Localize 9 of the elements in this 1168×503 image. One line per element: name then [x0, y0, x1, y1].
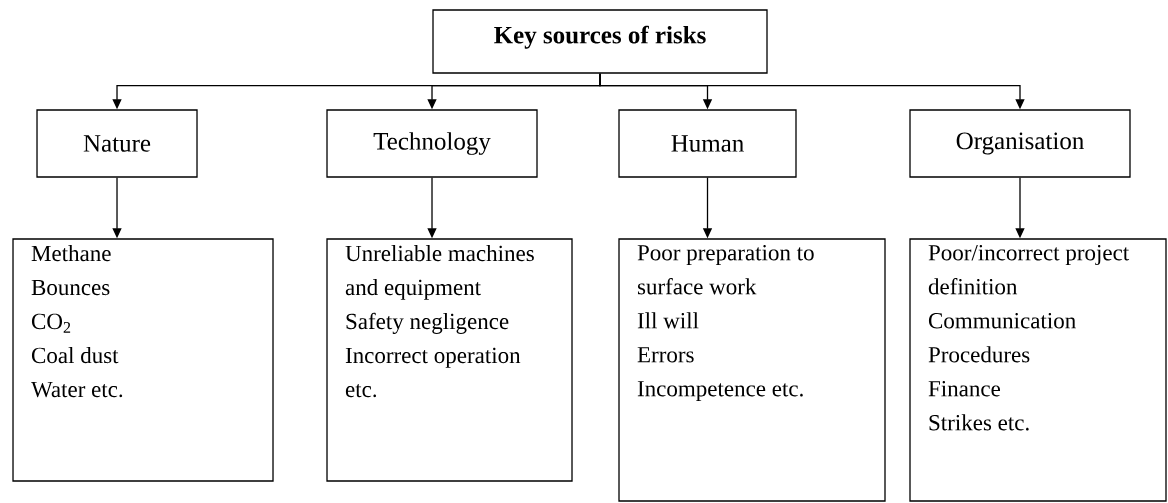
category-box: Technology: [326, 109, 538, 178]
category-box: Nature: [36, 109, 198, 178]
category-box: Organisation: [909, 109, 1131, 178]
title-box: Key sources of risks: [432, 9, 768, 74]
list-box: Unreliable machines and equipment Safety negligence Incorrect operation etc.: [326, 238, 573, 482]
category-box: Human: [618, 109, 797, 178]
list-box: Poor preparation to surface work Ill will Errors Incompetence etc.: [618, 238, 886, 502]
list-box: Methane Bounces CO$_{2}$ Coal dust Water etc.: [12, 238, 274, 482]
list-box: Poor/incorrect project definition Communication Procedures Finance Strikes etc.: [909, 238, 1167, 502]
